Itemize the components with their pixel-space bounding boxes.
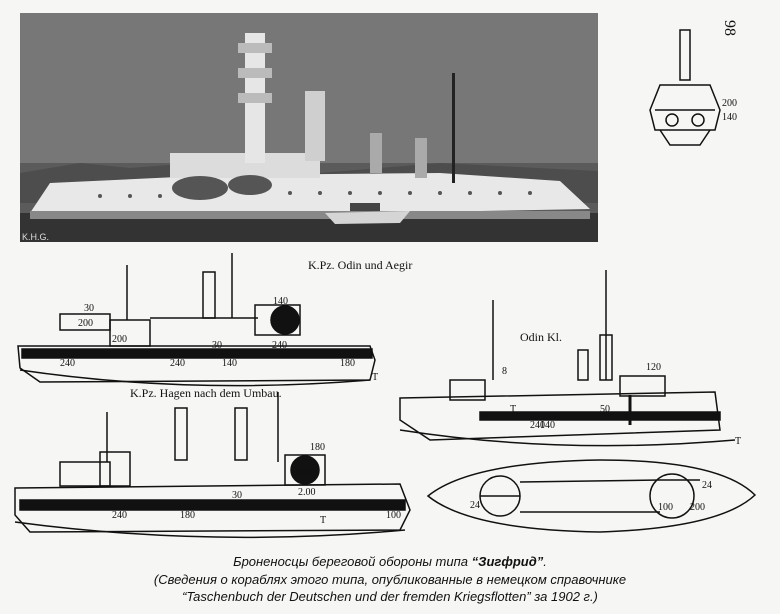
armor-number: 200 <box>722 98 737 109</box>
armor-number: T <box>735 436 742 447</box>
armor-number: 240 <box>170 358 185 369</box>
armor-number: 240 <box>530 420 545 431</box>
armor-number: 180 <box>180 510 195 521</box>
caption-suffix: . <box>543 554 547 569</box>
armor-number: 8 <box>502 366 507 377</box>
armor-number: 180 <box>340 358 355 369</box>
armor-number: T <box>320 515 327 526</box>
armor-number: 240 <box>112 510 127 521</box>
armor-number: 100 <box>658 502 673 513</box>
figure-caption-line2: (Сведения о кораблях этого типа, опублик… <box>153 572 627 587</box>
armor-number: T <box>372 372 379 383</box>
armor-number: 100 <box>386 510 401 521</box>
cross-section-drawing <box>649 29 721 146</box>
armor-number: 140 <box>273 296 288 307</box>
hagen-rebuilt-side-view <box>14 392 411 539</box>
ship-photograph <box>20 13 598 242</box>
armor-number: 240 <box>60 358 75 369</box>
ship-photo-drawing <box>20 13 598 242</box>
armor-number: 30 <box>212 340 222 351</box>
armor-number: 180 <box>310 442 325 453</box>
odin-side-view <box>399 270 736 447</box>
caption-ship-name: “Зигфрид” <box>471 554 544 569</box>
armor-number: 140 <box>540 420 555 431</box>
armor-number: 30 <box>232 490 242 501</box>
armor-number: 200 <box>690 502 705 513</box>
photo-credit: K.H.G. <box>22 232 50 242</box>
armor-number: 24 <box>702 480 712 491</box>
caption-prefix: Броненосцы береговой обороны типа <box>233 554 472 569</box>
figure-caption-line3: “Taschenbuch der Deutschen und der fremd… <box>182 589 598 604</box>
photo-caption: K.Pz. Odin und Aegir <box>308 258 413 272</box>
armor-number: 200 <box>112 334 127 345</box>
armor-number: 140 <box>722 112 737 123</box>
armor-number: 250 <box>296 468 311 479</box>
armor-number: 120 <box>646 362 661 373</box>
odin-class-label: Odin Kl. <box>520 330 562 344</box>
armor-number: 2.00 <box>298 487 316 498</box>
armor-number: 24 <box>470 500 480 511</box>
armor-number: 50 <box>600 404 610 415</box>
armor-number: T <box>510 404 517 415</box>
armor-number: 240 <box>272 340 287 351</box>
figure-caption-line1: Броненосцы береговой обороны типа “Зигфр… <box>0 554 780 569</box>
hagen-side-view <box>17 253 376 387</box>
armor-number: 140 <box>222 358 237 369</box>
armor-number: 200 <box>78 318 93 329</box>
armor-number: 30 <box>84 303 94 314</box>
hagen-label: K.Pz. Hagen nach dem Umbau. <box>130 386 282 400</box>
deck-plan-view <box>426 459 757 533</box>
